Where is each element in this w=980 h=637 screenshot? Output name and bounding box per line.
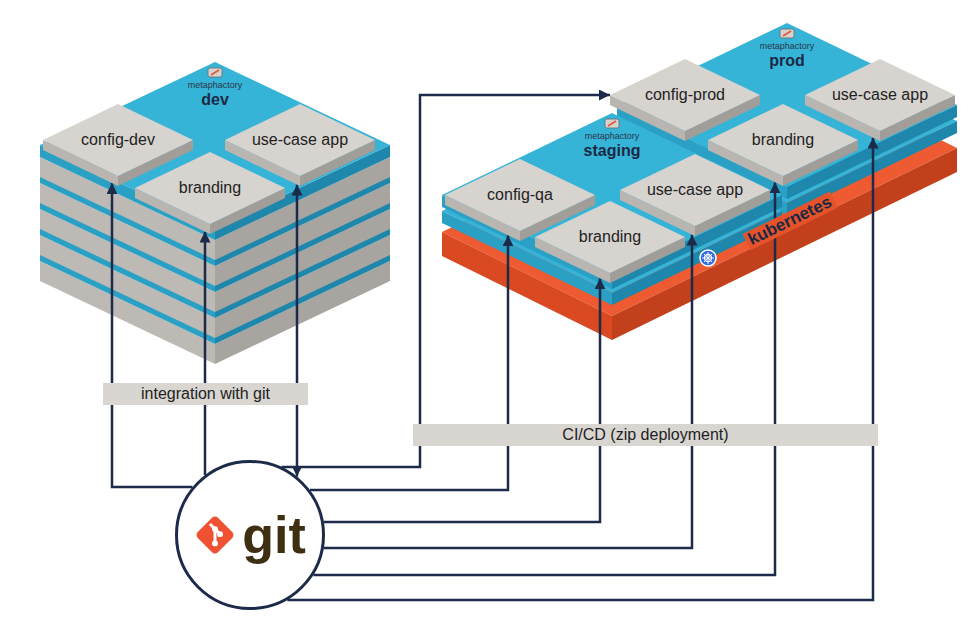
deployment-connector [204, 232, 207, 475]
product-name: metaphactory [40, 80, 390, 91]
module-tile: branding [535, 201, 685, 283]
tile-label: use-case app [647, 181, 743, 199]
tile-label-area: config-prod [610, 59, 760, 131]
tile-label: use-case app [252, 131, 348, 149]
deployment-connector [287, 138, 873, 600]
tile-label-area: branding [708, 104, 858, 176]
product-name: metaphactory [617, 41, 957, 52]
dev-stack [40, 62, 390, 364]
deployment-connector [313, 182, 775, 575]
module-tile: branding [135, 152, 285, 234]
tile-label: config-dev [81, 131, 155, 149]
tile-label-area: branding [535, 201, 685, 273]
platform-layer: metaphactorystaging config-qa use-case app… [442, 113, 782, 277]
platform-label: metaphactorydev [40, 80, 390, 109]
git-wordmark: git [242, 505, 306, 565]
deployment-connector [310, 235, 508, 490]
product-name: metaphactory [442, 131, 782, 142]
tile-label: use-case app [832, 86, 928, 104]
tile-label: config-prod [645, 86, 725, 104]
platform-label: metaphactoryprod [617, 41, 957, 70]
platform-label: metaphactorystaging [442, 131, 782, 160]
platform-layer: metaphactoryprod config-prod use-case app b… [617, 23, 957, 187]
deployment-connector [324, 235, 692, 548]
environment-name: dev [40, 91, 390, 109]
tile-label: branding [752, 131, 814, 149]
environment-name: staging [442, 142, 782, 160]
flow-label: CI/CD (zip deployment) [413, 424, 878, 446]
tile-label-area: branding [135, 152, 285, 224]
tile-label: branding [179, 179, 241, 197]
tile-label: branding [579, 228, 641, 246]
deployment-connector [112, 183, 192, 487]
git-repository: git [175, 460, 325, 610]
kubernetes-logo [700, 250, 716, 266]
platform-layer: metaphactorydev config-dev use-case app bra… [40, 62, 390, 228]
tile-label-area: use-case app [225, 104, 375, 176]
tile-label: config-qa [487, 186, 553, 204]
tile-label-area: use-case app [620, 154, 770, 226]
deployment-connector [296, 185, 299, 477]
tile-label-area: use-case app [805, 59, 955, 131]
tile-label-area: config-dev [43, 104, 193, 176]
git-logo [194, 514, 236, 556]
deployment-connector [324, 278, 600, 522]
flow-label: integration with git [103, 383, 308, 405]
